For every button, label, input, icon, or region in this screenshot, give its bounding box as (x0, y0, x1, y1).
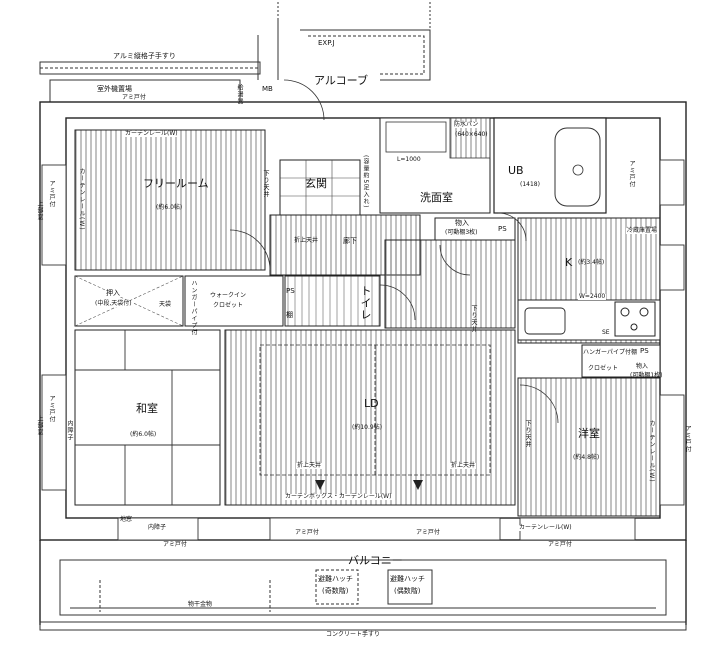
screen-door-label-4: アミ戸付 (416, 529, 440, 536)
side-windows (41, 159, 685, 506)
screen-door-label-6: アミ戸付 (628, 160, 635, 188)
upper-window-label-2: 上部窓 (36, 415, 43, 436)
toilet-label: トイレ (359, 285, 372, 321)
screen-door-label-7: アミ戸付 (48, 180, 55, 208)
washroom-label: 洗面室 (420, 191, 453, 204)
hatch-odd-label: 避難ハッチ (318, 575, 353, 583)
tenbukuro-label: 天袋 (158, 301, 173, 308)
fridge-label: 冷蔵庫置場 (626, 227, 659, 234)
free-room-area-label: (約6.0帖) (156, 204, 183, 211)
screen-door-label-2: アミ戸付 (163, 541, 187, 548)
bottom-windows (117, 517, 636, 541)
bathtub (554, 127, 601, 207)
ld-upper (384, 239, 516, 329)
se-label: SE (602, 329, 610, 336)
pan-size-label: (640×640) (455, 131, 488, 138)
corridor-label: 廊下 (343, 237, 357, 245)
w2400-label: W=2400 (578, 293, 607, 300)
ld-area-label: (約10.9帖) (352, 424, 383, 431)
meter-box-label: 給湯器 (236, 84, 243, 105)
oshiire-label: 押入 (105, 289, 121, 297)
doors (229, 79, 559, 424)
inner-shoji-label: 内障子 (148, 524, 167, 531)
washitsu-label: 和室 (136, 402, 158, 415)
genkan-tiles (280, 160, 360, 215)
screen-door-label-8: アミ戸付 (48, 395, 55, 423)
alcove-label: アルコーブ (314, 74, 369, 87)
shoe-storage-label: (容量約5足入れ) (362, 155, 369, 209)
raised-ceiling-label-3: 折上天井 (450, 462, 477, 469)
genkan-label: 玄関 (305, 177, 327, 190)
kitchen-label: K (565, 256, 573, 269)
curtain-rail-label-1: カーテンレール(W) (124, 130, 179, 137)
balcony-area (39, 559, 687, 631)
storage-label: 物入 (455, 219, 469, 227)
youshitsu-area-label: (約4.8帖) (573, 454, 600, 461)
closet-small (581, 344, 661, 378)
screen-door-label-1: アミ戸付 (122, 94, 146, 101)
oshiire-note-label: (中段,天袋付) (94, 300, 133, 307)
raised-ceiling-label-2: 折上天井 (296, 462, 323, 469)
drop-ceiling-label-2: 下り天井 (470, 305, 477, 333)
vanity (385, 121, 447, 153)
curtain-rail-label-3: カーテンレール(W) (648, 420, 655, 483)
drain-icon (572, 164, 584, 176)
screen-door-label-3: アミ戸付 (295, 529, 319, 536)
stove (614, 301, 656, 337)
movable-shelf1-note-label: (可動棚1枚) (630, 372, 663, 379)
screen-door-label-5: アミ戸付 (548, 541, 572, 548)
window-arrows (315, 480, 423, 490)
upper-window-label-1: 上部窓 (36, 200, 43, 221)
raised-ceiling-label-1: 折上天井 (294, 237, 319, 244)
alumi-fence-label: アルミ縦格子手すり (113, 52, 176, 60)
washitsu-area-label: (約6.0帖) (130, 431, 157, 438)
movable-shelf-label: (可動棚3枚) (445, 229, 478, 236)
ps-label-3: PS (640, 347, 649, 355)
walkin-label: ウォークイン (210, 292, 247, 299)
ps-label-1: PS (498, 225, 507, 233)
outdoor-unit-label: 室外機置場 (97, 85, 132, 93)
laundry-label: 物干金物 (188, 601, 213, 608)
walkin-closet (184, 275, 284, 327)
closet-label: クロゼット (213, 302, 244, 309)
concrete-rail-label: コンクリート手すり (326, 631, 381, 638)
genkan-floor (279, 159, 361, 216)
screen-door-label-9: アミ戸付 (684, 425, 691, 453)
ub-size-label: (1418) (520, 181, 540, 188)
waterproof-pan-label: 防水パン (453, 121, 480, 128)
drop-ceiling-label-1: 下り天井 (262, 170, 269, 198)
washitsu-floor (74, 329, 221, 506)
exp-joint-label: EXP.J (318, 39, 335, 47)
sink (524, 307, 566, 335)
drop-ceiling-label-3: 下り天井 (524, 420, 531, 448)
toilet-room (284, 275, 381, 327)
kitchen-area-label: (約3.4帖) (578, 259, 605, 266)
pipe-shelf-label: ハンガーパイプ付棚 (583, 349, 637, 356)
curtain-rail-label-4: カーテンレール(W) (78, 168, 85, 231)
hatch-even-label: 避難ハッチ (390, 575, 425, 583)
closet2-label: クロゼット (588, 365, 619, 372)
ub-label: UB (508, 164, 524, 177)
free-room-label: フリールーム (143, 177, 209, 190)
curtain-box-label: カーテンボックス・カーテンレール(W) (284, 493, 393, 500)
ld-label: LD (364, 397, 379, 410)
curtain-rail-label-2: カーテンレール(W) (518, 524, 573, 531)
hatch-even-floor-label: (偶数階) (394, 587, 421, 595)
shelf-label: 棚 (286, 311, 293, 319)
youshitsu-label: 洋室 (578, 427, 600, 440)
mb-label: MB (262, 85, 273, 93)
balcony-label: バルコニー (348, 554, 403, 567)
free-room-floor (74, 129, 266, 271)
youshitsu-floor (517, 377, 661, 517)
pipe-hanger-label: ハンガーパイプ付 (190, 280, 197, 336)
tatami-lines (75, 330, 220, 505)
ps-label-2: PS (286, 287, 295, 295)
sill-label: 地窓 (120, 516, 133, 523)
ld-floor (224, 329, 516, 506)
hatch-odd-floor-label: (奇数階) (322, 587, 349, 595)
l1000-label: L=1000 (397, 156, 421, 163)
movable-shelf1-label: 物入 (636, 363, 649, 370)
side-shoji-label: 内障子 (66, 420, 73, 441)
